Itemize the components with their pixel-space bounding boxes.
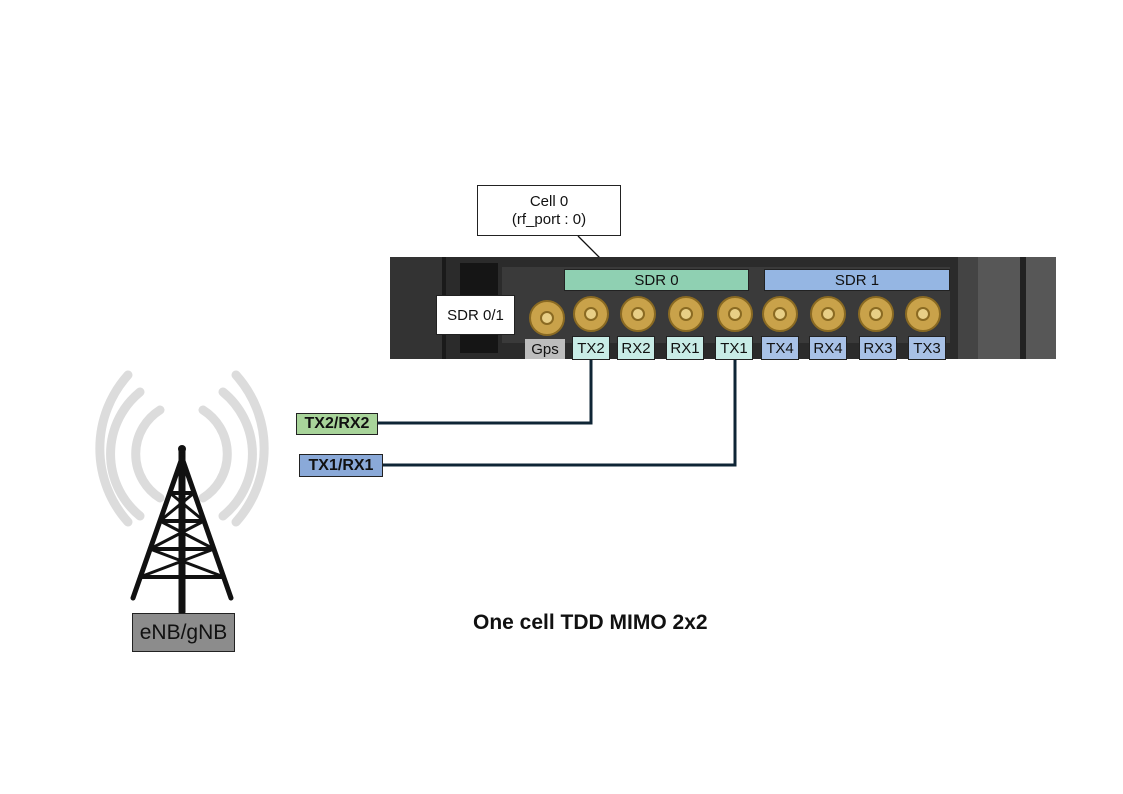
- station-label: eNB/gNB: [132, 613, 235, 652]
- sma-connectors: [529, 296, 941, 336]
- cell-rf-port: (rf_port : 0): [511, 210, 587, 228]
- sdr1-band: SDR 1: [764, 269, 950, 291]
- port-tx1: TX1: [715, 336, 753, 360]
- port-rx4: RX4: [809, 336, 847, 360]
- tower-icon: [130, 445, 234, 616]
- cable-tx1: [383, 360, 737, 467]
- antenna-label-tx2rx2: TX2/RX2: [296, 413, 378, 435]
- radio-waves-icon: [95, 370, 269, 527]
- gps-port-label: Gps: [525, 339, 565, 359]
- port-tx2: TX2: [572, 336, 610, 360]
- cell-box: Cell 0 (rf_port : 0): [477, 185, 621, 236]
- port-tx4: TX4: [761, 336, 799, 360]
- sdr01-label: SDR 0/1: [436, 295, 515, 335]
- port-tx3: TX3: [908, 336, 946, 360]
- diagram-caption: One cell TDD MIMO 2x2: [473, 611, 708, 634]
- cable-tx2: [378, 360, 593, 425]
- sdr0-band: SDR 0: [564, 269, 749, 291]
- port-rx3: RX3: [859, 336, 897, 360]
- port-rx1: RX1: [666, 336, 704, 360]
- antenna-label-tx1rx1: TX1/RX1: [299, 454, 383, 477]
- cell-name: Cell 0: [529, 192, 569, 210]
- port-rx2: RX2: [617, 336, 655, 360]
